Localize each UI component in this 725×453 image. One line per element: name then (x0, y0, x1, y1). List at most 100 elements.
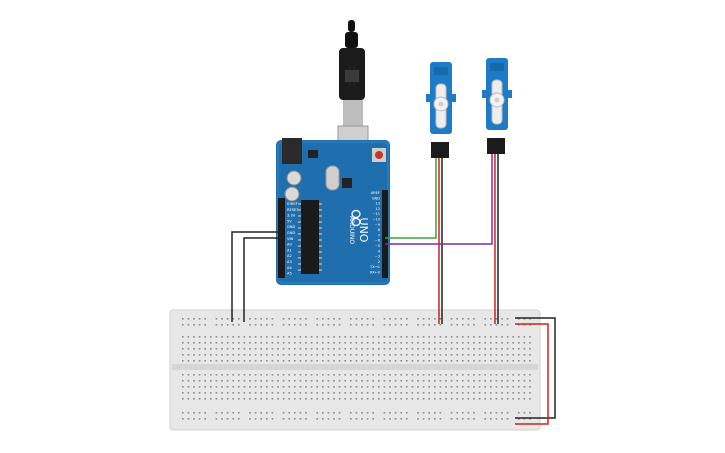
breadboard-hole (355, 386, 358, 388)
breadboard-hole (361, 318, 363, 320)
breadboard-hole (232, 354, 234, 356)
breadboard-hole (355, 380, 358, 382)
pin-label: GND (287, 231, 295, 235)
pin-label: IOREF (287, 202, 298, 206)
breadboard-hole (411, 380, 414, 382)
breadboard-hole (383, 374, 386, 376)
breadboard-hole (450, 354, 453, 356)
breadboard-hole (299, 386, 302, 388)
breadboard-hole (361, 398, 363, 400)
breadboard-hole (523, 374, 526, 376)
breadboard-hole (182, 392, 184, 394)
breadboard-hole (506, 318, 509, 320)
breadboard-hole (529, 348, 531, 350)
breadboard-hole (260, 354, 262, 356)
breadboard-hole (456, 342, 458, 344)
breadboard-hole (327, 386, 330, 388)
breadboard-hole (299, 336, 302, 338)
breadboard-hole (182, 348, 184, 350)
breadboard-hole (394, 324, 397, 326)
breadboard-hole (361, 386, 363, 388)
breadboard-hole (288, 398, 290, 400)
breadboard-hole (383, 398, 386, 400)
breadboard-hole (501, 354, 503, 356)
breadboard-hole (249, 386, 251, 388)
breadboard-hole (243, 398, 246, 400)
breadboard-hole (394, 380, 397, 382)
breadboard-hole (254, 412, 257, 414)
breadboard-hole (193, 418, 195, 420)
pin-label: A2 (287, 254, 292, 258)
breadboard-hole (310, 392, 313, 394)
breadboard-hole (495, 374, 498, 376)
breadboard-hole (322, 418, 324, 420)
breadboard-hole (288, 392, 290, 394)
breadboard-hole (182, 418, 184, 420)
breadboard-hole (215, 418, 218, 420)
breadboard-hole (232, 412, 234, 414)
breadboard-hole (344, 392, 346, 394)
breadboard-hole (327, 336, 330, 338)
breadboard-hole (305, 336, 307, 338)
breadboard-hole (198, 318, 201, 320)
breadboard-hole (254, 342, 257, 344)
breadboard-hole (193, 380, 195, 382)
breadboard-hole (232, 360, 234, 362)
breadboard-hole (490, 342, 492, 344)
breadboard-hole (422, 360, 425, 362)
breadboard-hole (294, 386, 296, 388)
breadboard-hole (422, 380, 425, 382)
breadboard-hole (378, 348, 380, 350)
breadboard-hole (232, 380, 234, 382)
breadboard-hole (271, 360, 274, 362)
breadboard-hole (238, 336, 240, 338)
breadboard-hole (316, 380, 318, 382)
breadboard-hole (338, 380, 341, 382)
breadboard-hole (518, 360, 520, 362)
breadboard-hole (350, 348, 352, 350)
breadboard-hole (450, 336, 453, 338)
breadboard-hole (434, 386, 436, 388)
breadboard-hole (478, 348, 481, 350)
breadboard (169, 309, 541, 431)
breadboard-hole (204, 324, 206, 326)
breadboard-hole (529, 398, 531, 400)
breadboard-hole (305, 348, 307, 350)
breadboard-hole (271, 354, 274, 356)
pin-label: 4 (378, 249, 381, 253)
breadboard-hole (400, 374, 402, 376)
pin-label: RX←0 (370, 271, 381, 275)
breadboard-hole (182, 324, 184, 326)
breadboard-hole (422, 342, 425, 344)
breadboard-hole (478, 380, 481, 382)
breadboard-hole (512, 354, 514, 356)
breadboard-hole (210, 336, 212, 338)
breadboard-hole (310, 380, 313, 382)
breadboard-hole (210, 348, 212, 350)
breadboard-hole (422, 374, 425, 376)
breadboard-hole (506, 342, 509, 344)
breadboard-hole (254, 336, 257, 338)
breadboard-hole (484, 336, 486, 338)
breadboard-hole (266, 418, 268, 420)
breadboard-hole (198, 348, 201, 350)
breadboard-hole (490, 318, 492, 320)
breadboard-hole (411, 348, 414, 350)
breadboard-hole (294, 324, 296, 326)
breadboard-hole (394, 348, 397, 350)
breadboard-hole (182, 380, 184, 382)
breadboard-hole (294, 360, 296, 362)
breadboard-hole (490, 412, 492, 414)
breadboard-hole (473, 318, 475, 320)
breadboard-hole (327, 374, 330, 376)
breadboard-hole (187, 324, 190, 326)
breadboard-hole (473, 398, 475, 400)
breadboard-hole (445, 354, 447, 356)
breadboard-hole (467, 342, 470, 344)
breadboard-hole (310, 342, 313, 344)
breadboard-hole (238, 360, 240, 362)
breadboard-hole (484, 374, 486, 376)
breadboard-hole (378, 354, 380, 356)
breadboard-hole (266, 392, 268, 394)
